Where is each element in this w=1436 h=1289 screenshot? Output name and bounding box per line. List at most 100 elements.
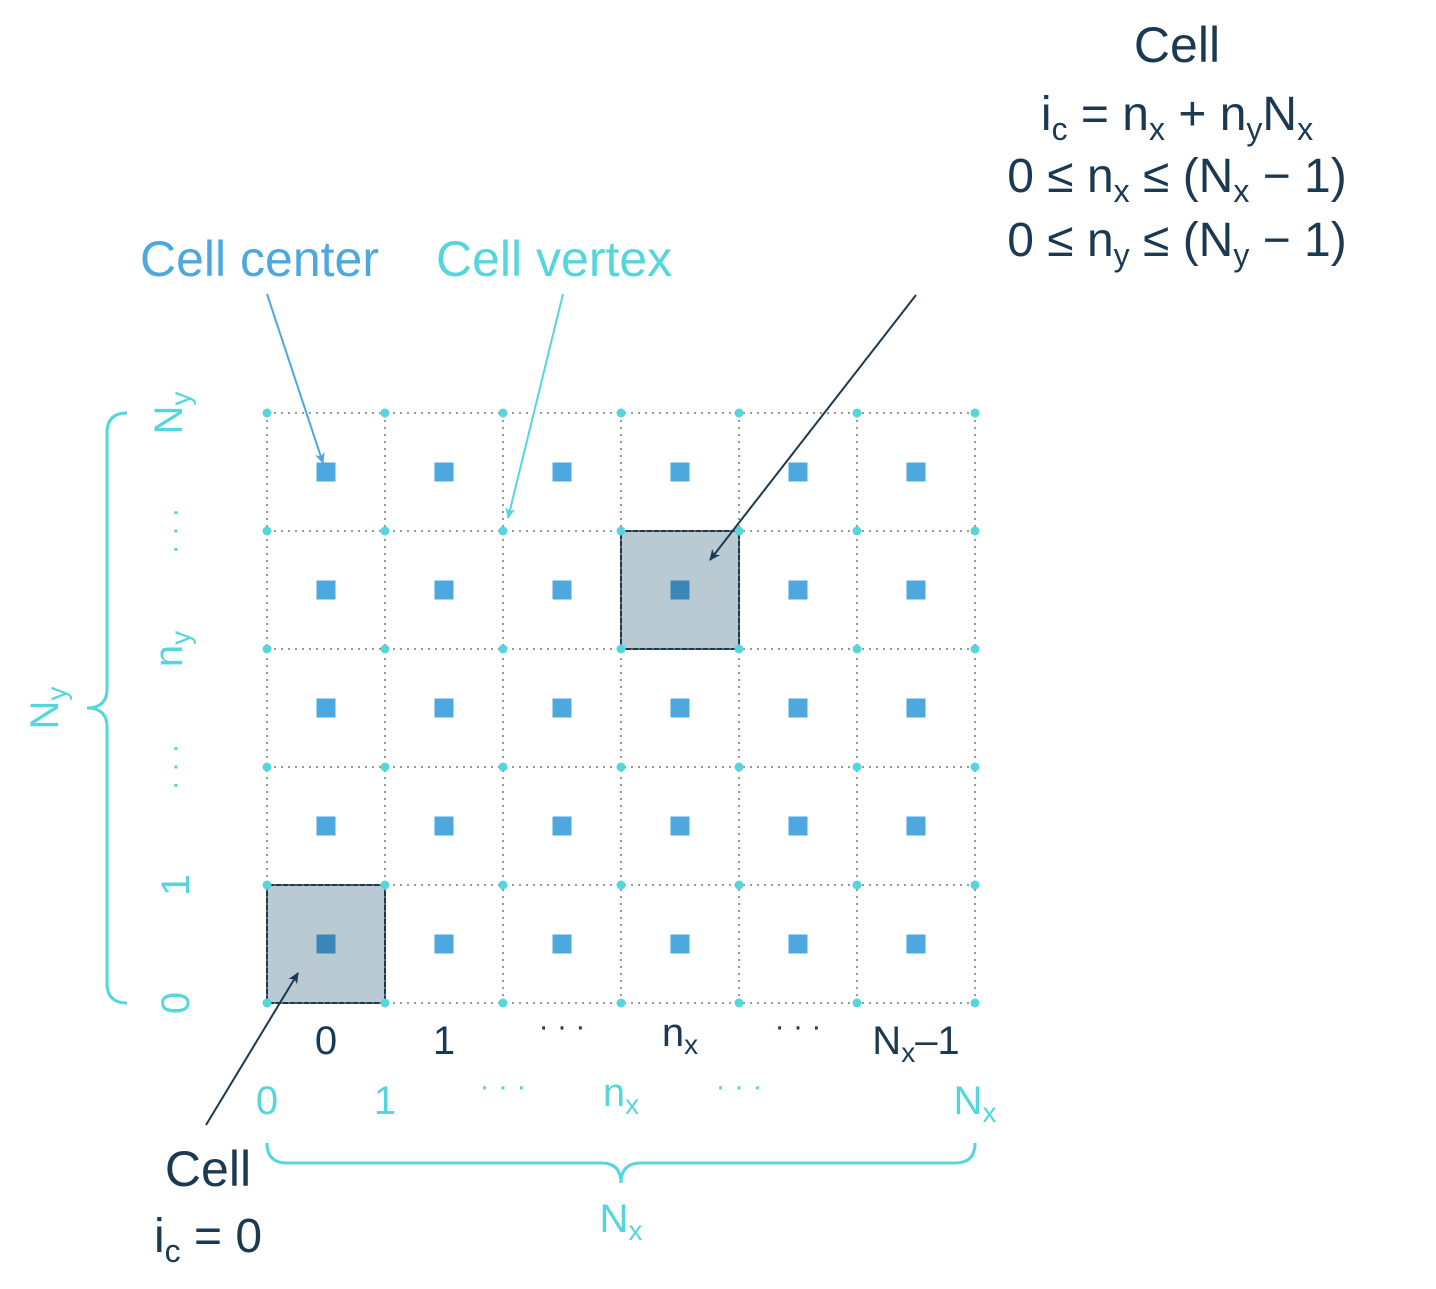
- cell-zero-title: Cell: [165, 1141, 251, 1197]
- cell-index-1: 1: [433, 1019, 455, 1063]
- cell-center-marker: [906, 698, 926, 718]
- cell-vertex-dot: [734, 526, 744, 536]
- cell-center-label: Cell center: [140, 231, 379, 287]
- cell-vertex-dot: [852, 880, 862, 890]
- cell-center-marker: [670, 462, 690, 482]
- cell-index-dots-2: · · ·: [775, 1010, 822, 1043]
- cell-center-marker: [788, 934, 808, 954]
- cell-vertex-dot: [970, 998, 980, 1008]
- cell-vertex-dot: [262, 408, 272, 418]
- brace-y: [86, 411, 128, 1005]
- cell-center-marker: [670, 580, 690, 600]
- ny-range-equation: 0 ≤ ny ≤ (Ny − 1): [1007, 214, 1346, 273]
- vertex-index-y-Ny: Ny: [147, 392, 196, 435]
- cell-center-marker: [788, 580, 808, 600]
- cell-center-marker: [434, 698, 454, 718]
- nx-range-equation: 0 ≤ nx ≤ (Nx − 1): [1007, 150, 1346, 209]
- cell-index-last: Nx–1: [872, 1019, 959, 1068]
- cell-title: Cell: [1134, 17, 1220, 73]
- cell-vertex-dot: [970, 526, 980, 536]
- cell-vertex-dot: [852, 644, 862, 654]
- vertex-index-y-dots-2: · · ·: [158, 508, 191, 555]
- cell-vertex-dot: [852, 998, 862, 1008]
- cell-vertex-dot: [970, 644, 980, 654]
- vertex-index-x-axis: 0 1 · · · nx · · · Nx: [256, 1070, 997, 1128]
- cell-center-marker: [788, 462, 808, 482]
- cell-center-marker: [670, 698, 690, 718]
- brace-y-label: Ny: [23, 687, 72, 730]
- cell-index-equation: ic = nx + nyNx: [1041, 88, 1313, 147]
- cell-definition: Cell ic = nx + nyNx 0 ≤ nx ≤ (Nx − 1) 0 …: [1007, 17, 1346, 273]
- cell-center-marker: [316, 580, 336, 600]
- cell-center-marker: [552, 698, 572, 718]
- cell-center-marker: [552, 934, 572, 954]
- cell-zero-definition: Cell ic = 0: [154, 1141, 262, 1269]
- cell-vertex-dot: [262, 644, 272, 654]
- vertex-index-y-0: 0: [154, 992, 198, 1014]
- cell-center-marker: [906, 934, 926, 954]
- cell-index-0: 0: [315, 1019, 337, 1063]
- vertex-index-x-dots-2: · · ·: [716, 1070, 763, 1103]
- cell-centers: [316, 462, 926, 954]
- cell-center-marker: [788, 698, 808, 718]
- cell-center-marker: [906, 580, 926, 600]
- cell-center-marker: [316, 462, 336, 482]
- cell-center-marker: [906, 462, 926, 482]
- cell-vertex-dot: [262, 880, 272, 890]
- cell-vertex-dot: [852, 762, 862, 772]
- cell-vertex-dot: [616, 644, 626, 654]
- cell-vertex-dot: [616, 408, 626, 418]
- cell-bottom-arrow: [205, 972, 299, 1126]
- cell-vertex-dot: [380, 998, 390, 1008]
- cell-vertices: [262, 408, 980, 1008]
- cell-vertex-dot: [852, 408, 862, 418]
- cell-center-marker: [434, 816, 454, 836]
- vertex-index-x-dots-1: · · ·: [480, 1070, 527, 1103]
- cell-vertex-dot: [616, 880, 626, 890]
- cell-vertex-dot: [734, 762, 744, 772]
- cell-vertex-dot: [498, 644, 508, 654]
- cell-index-dots-1: · · ·: [539, 1010, 586, 1043]
- cell-center-arrow: [266, 293, 325, 464]
- cell-vertex-dot: [734, 408, 744, 418]
- cell-vertex-dot: [380, 880, 390, 890]
- cell-center-marker: [434, 934, 454, 954]
- vertex-index-x-nx: nx: [603, 1071, 639, 1120]
- cell-vertex-dot: [970, 880, 980, 890]
- cell-vertex-dot: [970, 762, 980, 772]
- cell-vertex-dot: [380, 408, 390, 418]
- cell-center-marker: [552, 816, 572, 836]
- cell-vertex-dot: [498, 880, 508, 890]
- brace-x: [265, 1142, 977, 1184]
- cell-vertex-dot: [616, 762, 626, 772]
- cell-vertex-dot: [734, 644, 744, 654]
- cell-vertex-dot: [262, 762, 272, 772]
- cell-center-marker: [670, 934, 690, 954]
- cell-vertex-dot: [498, 998, 508, 1008]
- vertex-index-y-axis: 0 1 · · · ny · · · Ny: [147, 392, 198, 1015]
- cell-vertex-dot: [498, 762, 508, 772]
- cell-center-marker: [316, 934, 336, 954]
- cell-vertex-dot: [380, 644, 390, 654]
- cell-center-marker: [670, 816, 690, 836]
- cell-center-marker: [434, 462, 454, 482]
- cell-index-x-axis: 0 1 · · · nx · · · Nx–1: [315, 1010, 960, 1068]
- cell-vertex-dot: [498, 408, 508, 418]
- cell-center-marker: [316, 698, 336, 718]
- cell-vertex-label: Cell vertex: [436, 231, 672, 287]
- cell-vertex-dot: [262, 998, 272, 1008]
- vertex-index-x-1: 1: [374, 1079, 396, 1123]
- brace-x-label: Nx: [600, 1197, 643, 1246]
- cell-vertex-dot: [734, 998, 744, 1008]
- cell-center-marker: [552, 580, 572, 600]
- cell-vertex-dot: [734, 880, 744, 890]
- cell-vertex-arrow: [505, 293, 564, 519]
- cell-center-marker: [434, 580, 454, 600]
- vertex-index-x-Nx: Nx: [954, 1079, 997, 1128]
- cell-center-marker: [906, 816, 926, 836]
- cell-index-nx: nx: [662, 1011, 698, 1060]
- vertex-index-y-1: 1: [154, 874, 198, 896]
- cell-zero-equation: ic = 0: [154, 1210, 262, 1269]
- cell-vertex-dot: [616, 526, 626, 536]
